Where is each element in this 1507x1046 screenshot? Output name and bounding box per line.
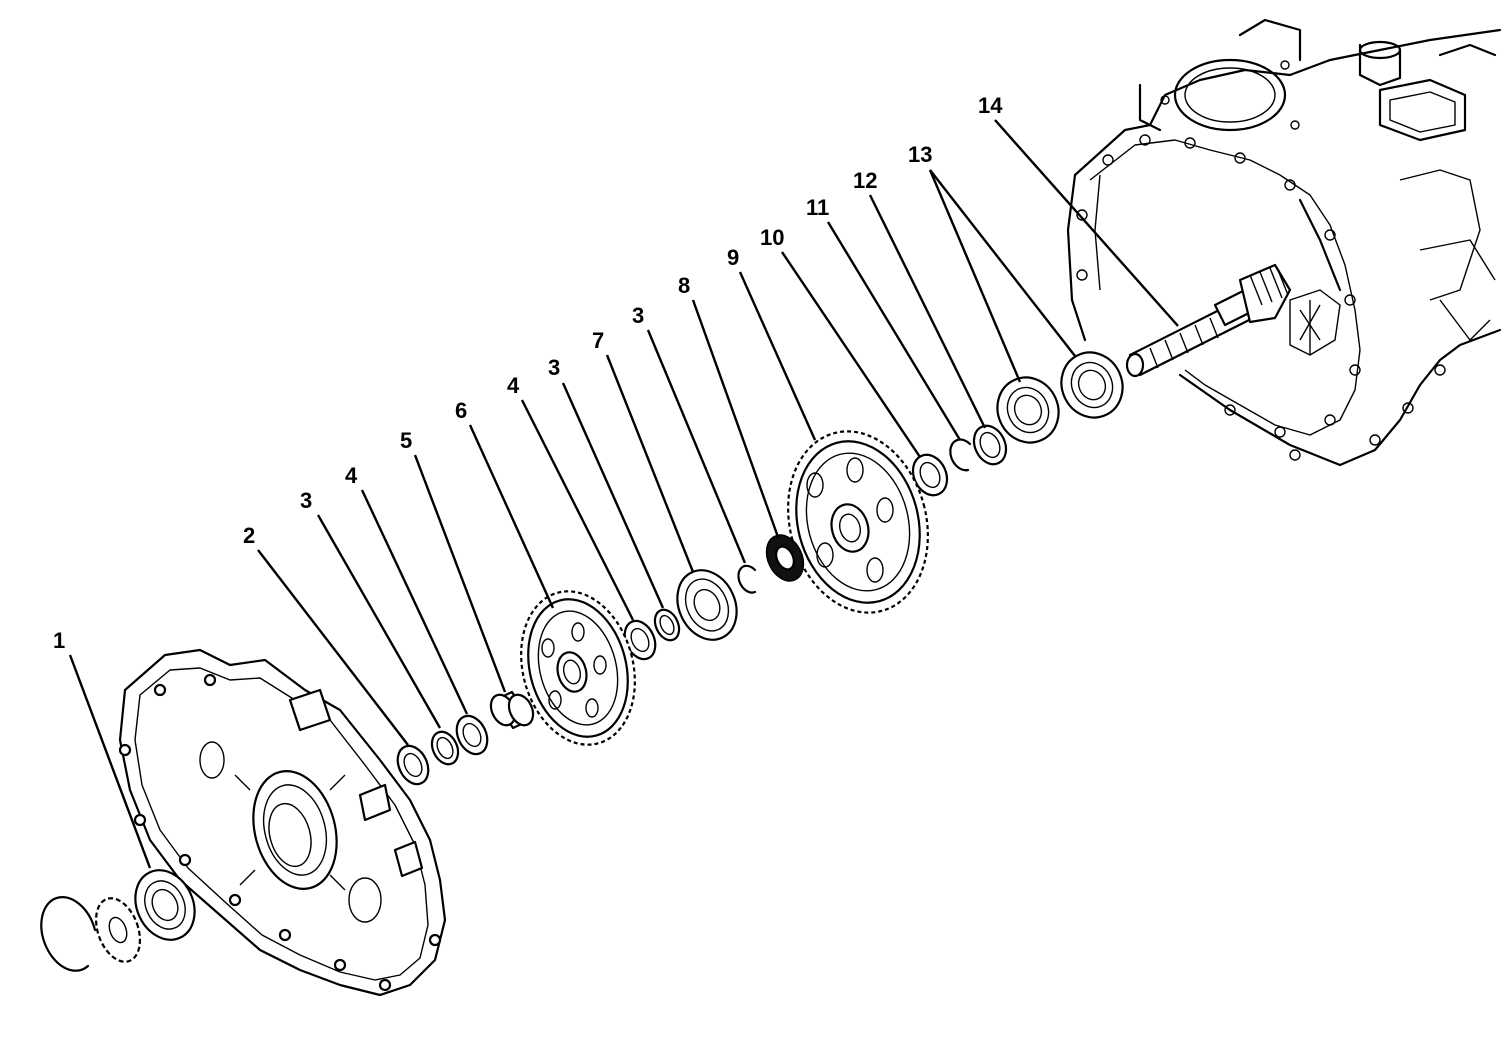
callout-2: 2 [243, 523, 255, 548]
part-2-seal [396, 744, 430, 786]
leader-12 [868, 194, 987, 429]
callout-14: 14 [978, 93, 1003, 118]
part-5-sleeve [489, 690, 535, 730]
part-8-needle-bearing [765, 534, 805, 582]
flat-washer [94, 897, 142, 963]
retaining-snap-ring [40, 896, 97, 972]
leader-11 [826, 221, 962, 441]
part-11-snap-ring [949, 438, 972, 472]
part-13-bearing-b [1060, 351, 1124, 419]
part-4-washer-left [455, 714, 489, 756]
part-6-drive-gear [520, 590, 636, 746]
callout-7: 7 [592, 328, 604, 353]
part-14-shaft [1125, 263, 1292, 378]
callout-5: 5 [400, 428, 412, 453]
part-3-snap-ring-right [737, 564, 757, 594]
leader-13b [929, 169, 1076, 357]
callout-10: 10 [760, 225, 784, 250]
cover-housing [118, 648, 447, 997]
callout-4: 4 [345, 463, 358, 488]
part-12-ring [972, 424, 1008, 466]
leader-3b [561, 382, 665, 609]
callout-1: 1 [53, 628, 65, 653]
leader-lines [68, 119, 1179, 869]
leader-1 [68, 654, 152, 869]
leader-10 [781, 251, 921, 458]
callout-3: 3 [300, 488, 312, 513]
part-3-snap-ring-middle [653, 608, 681, 642]
leader-3a [316, 514, 442, 729]
leader-4a [360, 489, 469, 715]
leader-8 [691, 299, 780, 538]
callout-3: 3 [632, 303, 644, 328]
callout-labels: 1 2 3 4 5 6 4 3 7 3 8 9 10 11 12 13 14 [53, 93, 1003, 653]
callout-11: 11 [806, 195, 829, 220]
callout-9: 9 [727, 245, 739, 270]
leader-2 [257, 549, 409, 746]
transmission-case [1066, 18, 1502, 467]
callout-12: 12 [853, 168, 877, 193]
callout-3: 3 [548, 355, 560, 380]
part-9-large-gear [787, 430, 929, 614]
leader-6 [468, 424, 555, 609]
part-1-bearing [134, 869, 196, 941]
leader-3c [646, 329, 747, 564]
part-7-bearing [676, 569, 738, 641]
callout-8: 8 [678, 273, 690, 298]
leader-4b [520, 399, 635, 621]
part-13-bearing-a [996, 376, 1060, 444]
leader-14 [994, 119, 1179, 327]
part-3-snap-ring-left [430, 730, 460, 766]
leader-5 [413, 454, 507, 693]
callout-4: 4 [507, 373, 520, 398]
part-10-washer [911, 453, 949, 497]
callout-6: 6 [455, 398, 467, 423]
callout-13: 13 [908, 142, 932, 167]
leader-7 [605, 354, 695, 573]
leader-9 [738, 271, 817, 441]
leader-13a [928, 169, 1022, 383]
